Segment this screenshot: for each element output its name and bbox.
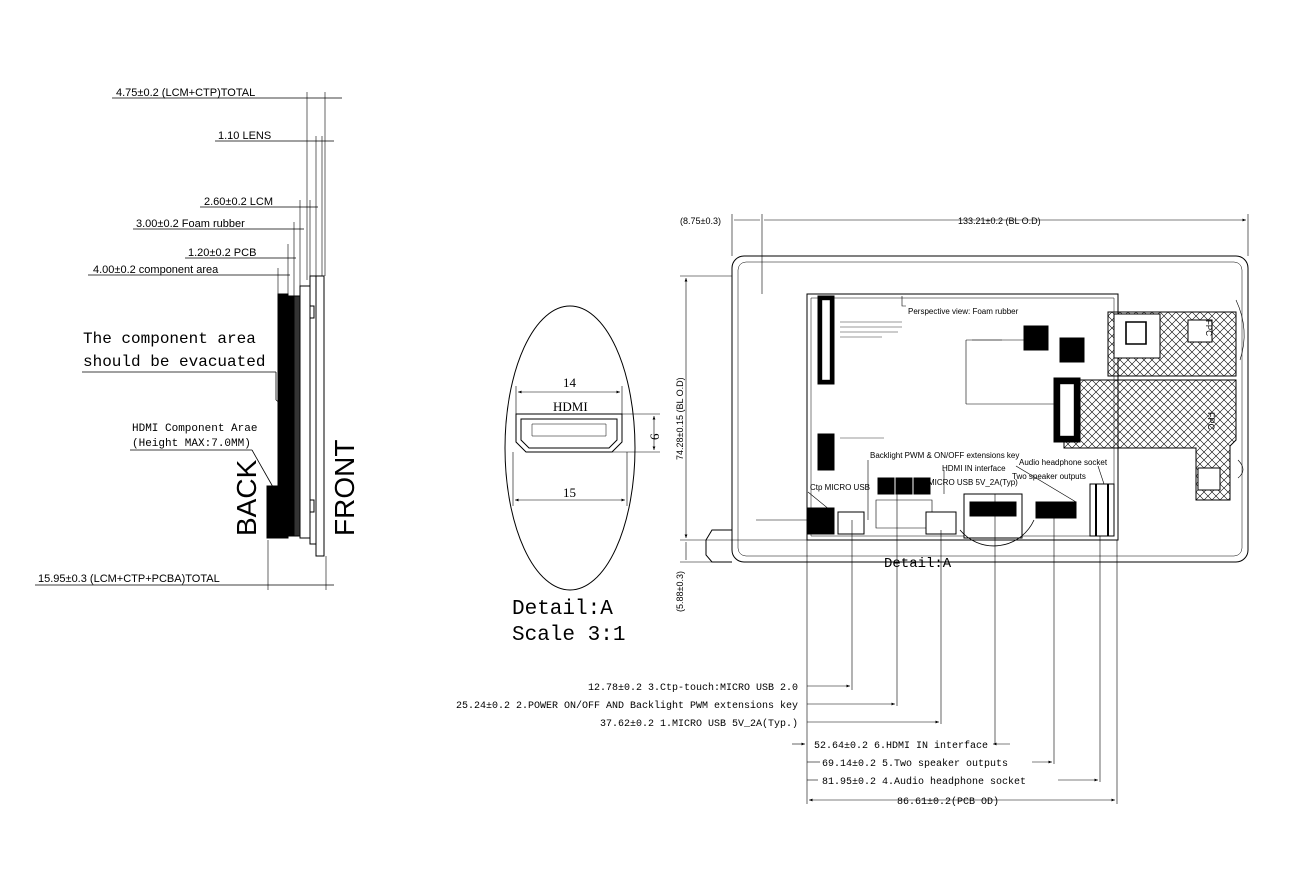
fpc-main-connector-teeth bbox=[1060, 384, 1074, 436]
key-header-2 bbox=[896, 478, 912, 494]
key-header-1 bbox=[878, 478, 894, 494]
component-area-layer bbox=[278, 294, 288, 486]
lcm-layer bbox=[300, 286, 310, 538]
backlight-inner bbox=[738, 262, 1242, 556]
callout-power-key: 25.24±0.2 2.POWER ON/OFF AND Backlight P… bbox=[456, 700, 798, 712]
label-board-height: 74.28±0.15 (BL O.D) bbox=[675, 377, 685, 460]
detail-dim-bottom: 15 bbox=[563, 485, 576, 500]
callout-pcb-od: 86.61±0.2(PCB OD) bbox=[897, 796, 999, 808]
pcb-layer bbox=[288, 296, 294, 536]
hdmi-port-inner-rect bbox=[970, 502, 1016, 516]
ctp-frame bbox=[316, 276, 324, 556]
audio-socket bbox=[1090, 484, 1114, 536]
note-evacuate-line2: should be evacuated bbox=[83, 353, 265, 371]
frame-tab bbox=[706, 530, 732, 562]
detail-caption-line1: Detail:A bbox=[512, 598, 613, 621]
lcm-clip-bottom bbox=[310, 500, 314, 512]
label-front: FRONT bbox=[329, 440, 360, 536]
fpc-tail bbox=[1064, 380, 1236, 500]
detail-hdmi-label: HDMI bbox=[553, 399, 588, 414]
label-audio: Audio headphone socket bbox=[1019, 458, 1108, 467]
fpc-edge bbox=[1236, 300, 1244, 360]
backlight-outline bbox=[732, 256, 1248, 562]
side-view bbox=[35, 92, 342, 590]
key-header-3 bbox=[914, 478, 930, 494]
label-total-thickness: 4.75±0.2 (LCM+CTP)TOTAL bbox=[116, 87, 255, 99]
label-micro-usb: MICRO USB 5V_2A(Typ) bbox=[928, 478, 1018, 487]
label-detail-ref: Detail:A bbox=[884, 556, 952, 572]
small-connector-a bbox=[1024, 326, 1048, 350]
detail-dim-right: 6 bbox=[647, 433, 662, 440]
label-hdmi-in: HDMI IN interface bbox=[942, 464, 1006, 473]
board-view bbox=[680, 214, 1248, 562]
hdmi-pins bbox=[532, 424, 606, 436]
speaker-header bbox=[1036, 502, 1076, 518]
callout-audio: 81.95±0.2 4.Audio headphone socket bbox=[822, 776, 1026, 788]
callout-speakers: 69.14±0.2 5.Two speaker outputs bbox=[822, 758, 1008, 770]
detail-ellipse bbox=[505, 306, 635, 590]
callout-ctp-usb: 12.78±0.2 3.Ctp-touch:MICRO USB 2.0 bbox=[588, 682, 798, 694]
note-hdmi-line2: (Height MAX:7.0MM) bbox=[132, 438, 251, 450]
label-back: BACK bbox=[231, 459, 262, 536]
label-ctp-usb: Ctp MICRO USB bbox=[810, 483, 870, 492]
lcd-connector-teeth bbox=[822, 300, 830, 380]
label-board-width: 133.21±0.2 (BL O.D) bbox=[958, 216, 1041, 226]
callout-micro-usb: 37.62±0.2 1.MICRO USB 5V_2A(Typ.) bbox=[600, 718, 798, 730]
label-component-area: 4.00±0.2 component area bbox=[93, 264, 219, 276]
label-backlight-key: Backlight PWM & ON/OFF extensions key bbox=[870, 451, 1019, 460]
label-pcb: 1.20±0.2 PCB bbox=[188, 247, 256, 259]
lcm-clip-top bbox=[310, 306, 314, 318]
label-fpc-top: FPC bbox=[1204, 320, 1213, 336]
label-lens: 1.10 LENS bbox=[218, 130, 271, 142]
fpc-connector-top bbox=[1188, 320, 1212, 342]
fpc-chip-inner bbox=[1126, 322, 1146, 344]
label-fpc-bottom: FPC bbox=[1206, 412, 1216, 431]
callout-lines bbox=[792, 494, 1117, 804]
note-evacuate-line1: The component area bbox=[83, 330, 256, 348]
detail-dim-top: 14 bbox=[563, 375, 577, 390]
label-speakers: Two speaker outputs bbox=[1012, 472, 1086, 481]
foam-layer bbox=[294, 296, 300, 536]
label-foam: 3.00±0.2 Foam rubber bbox=[136, 218, 245, 230]
ctp-connector bbox=[818, 434, 834, 470]
key-pins bbox=[876, 500, 932, 528]
micro-usb-port-1 bbox=[838, 512, 864, 534]
label-offset-left: (8.75±0.3) bbox=[680, 216, 721, 226]
label-lcm: 2.60±0.2 LCM bbox=[204, 196, 273, 208]
note-hdmi-line1: HDMI Component Arae bbox=[132, 423, 257, 435]
ctp-usb-port bbox=[808, 508, 834, 534]
detail-caption-line2: Scale 3:1 bbox=[512, 624, 625, 647]
hdmi-component-block bbox=[267, 486, 288, 538]
label-offset-bottom: (5.88±0.3) bbox=[675, 571, 685, 612]
label-perspective: Perspective view: Foam rubber bbox=[908, 307, 1019, 316]
detail-a-circle bbox=[960, 520, 1034, 546]
fpc-connector-bottom bbox=[1198, 468, 1220, 490]
hdmi-port-inner bbox=[521, 419, 617, 448]
detail-view bbox=[505, 306, 660, 590]
callout-hdmi: 52.64±0.2 6.HDMI IN interface bbox=[814, 740, 988, 752]
fpc-edge-lower bbox=[1238, 460, 1243, 478]
label-overall-total: 15.95±0.3 (LCM+CTP+PCBA)TOTAL bbox=[38, 573, 220, 585]
small-connector-b bbox=[1060, 338, 1084, 362]
